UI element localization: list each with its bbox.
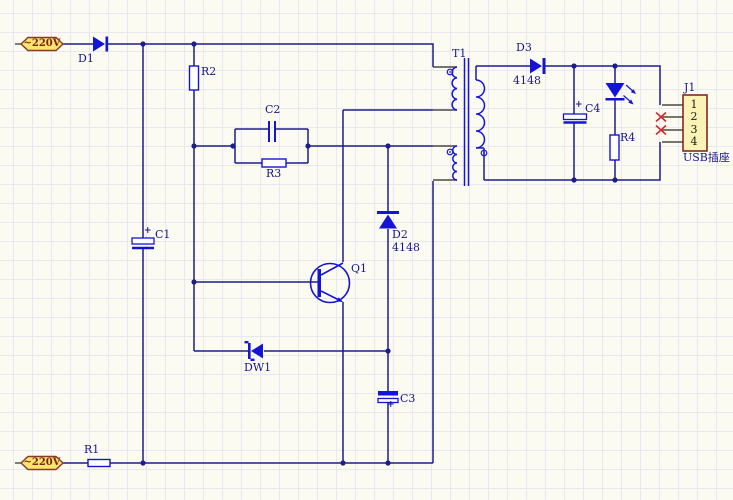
capacitor-c3[interactable] [377, 391, 399, 404]
component-label-r2[interactable]: R2 [201, 65, 217, 78]
wire-secondary-top[interactable] [475, 65, 661, 105]
connector-j1[interactable] [682, 94, 708, 152]
led-ray-arrow-2 [628, 99, 634, 105]
component-label-c4[interactable]: C4 [585, 102, 601, 115]
j1-pin-4: 4 [690, 135, 698, 148]
wire-secondary-bottom[interactable] [476, 142, 661, 181]
component-label-r1[interactable]: R1 [84, 443, 100, 456]
c2-plates [268, 121, 276, 142]
no-connect-marks [655, 111, 667, 136]
transistor-q1[interactable] [309, 262, 351, 304]
port-label-bottom[interactable]: ~220V [23, 457, 61, 468]
t1-dot-secondary [480, 149, 488, 157]
led-triangle [605, 83, 625, 98]
pin-stubs [15, 43, 683, 464]
t1-dot-secondary-center [483, 152, 485, 154]
component-label-r4[interactable]: R4 [620, 131, 636, 144]
d2-cathode-bar [377, 211, 399, 214]
dw1-top-tab [244, 341, 249, 344]
diode-d2[interactable] [377, 211, 399, 229]
c3-neg-plate [378, 391, 398, 396]
t1-dot-primary-top-center [449, 71, 451, 73]
d2-triangle [379, 214, 397, 229]
dw1-triangle [251, 343, 263, 359]
capacitor-c1[interactable] [131, 237, 155, 250]
no-connect-x-pin3 [655, 124, 667, 136]
resistor-r1[interactable] [87, 458, 111, 468]
j1-pin-3: 3 [690, 123, 698, 136]
c1-polarity-plus: + [144, 226, 152, 236]
c4-polarity-plus: + [575, 100, 583, 110]
t1-primary-stubs [433, 66, 457, 181]
connector-caption-j1[interactable]: USB插座 [683, 151, 730, 164]
d1-triangle [93, 36, 105, 52]
q1-emitter-arrow [336, 297, 343, 302]
q1-emitter-lead [320, 290, 339, 301]
led-cathode-bar [605, 98, 625, 101]
wire-collector[interactable] [342, 109, 433, 262]
junction-dots [140, 41, 618, 466]
t1-core [463, 58, 470, 186]
capacitor-c4[interactable] [562, 113, 588, 124]
j1-pin-1: 1 [690, 98, 698, 111]
led-ray-arrow-1 [630, 89, 636, 94]
c3-polarity-plus: + [387, 400, 395, 410]
component-label-t1[interactable]: T1 [452, 47, 467, 60]
power-port-top[interactable] [19, 36, 65, 52]
component-label-c1[interactable]: C1 [155, 228, 171, 241]
resistor-r3[interactable] [261, 158, 287, 168]
wires[interactable] [63, 43, 661, 464]
j1-pin-stubs [661, 104, 683, 143]
c4-pos-plate [562, 113, 588, 121]
t1-secondary-coil [475, 79, 486, 149]
t1-primary-bottom-coil [452, 145, 458, 181]
led-indicator[interactable] [605, 83, 637, 105]
c3-pos-plate [377, 397, 399, 404]
component-label-d2[interactable]: D2 [392, 228, 408, 241]
component-label-c3[interactable]: C3 [400, 392, 416, 405]
dw1-cathode-bar [248, 343, 251, 359]
component-label-dw1[interactable]: DW1 [244, 361, 272, 374]
t1-dot-primary-bottom-center [449, 151, 451, 153]
resistor-r2[interactable] [188, 65, 200, 91]
led-ray-lines [623, 84, 634, 103]
d3-cathode-bar [542, 58, 546, 74]
capacitor-c2[interactable] [268, 121, 276, 142]
j1-pin-2: 2 [690, 110, 698, 123]
d1-cathode-bar [105, 36, 109, 52]
t1-dot-primary-top [446, 68, 454, 76]
c1-pos-plate [131, 237, 155, 245]
wire-bottom-rail[interactable] [110, 181, 434, 464]
component-label-d3[interactable]: D3 [516, 41, 532, 54]
diode-d3[interactable] [530, 58, 546, 74]
dw1-bottom-tab [250, 358, 255, 361]
component-label-c2[interactable]: C2 [265, 103, 281, 116]
q1-collector-lead [320, 262, 344, 276]
transformer-t1[interactable] [446, 58, 488, 186]
t1-primary-top-coil [451, 66, 458, 111]
no-connect-x-pin2 [655, 111, 667, 123]
q1-base-bar [317, 269, 321, 297]
zener-dw1[interactable] [244, 341, 264, 361]
diode-d1[interactable] [93, 36, 109, 52]
component-label-d1[interactable]: D1 [78, 52, 94, 65]
component-label-r3[interactable]: R3 [266, 167, 282, 180]
j1-body [682, 94, 708, 152]
wire-snubber-frame[interactable] [234, 128, 309, 164]
d3-triangle [530, 58, 542, 74]
power-port-bottom[interactable] [19, 455, 65, 471]
component-label-q1[interactable]: Q1 [351, 262, 368, 275]
resistor-r4[interactable] [609, 134, 620, 161]
component-label-j1[interactable]: J1 [684, 81, 696, 94]
component-value-d2[interactable]: 4148 [392, 241, 420, 254]
wire-top-rail[interactable] [107, 43, 434, 67]
t1-dot-primary-bottom [446, 148, 454, 156]
q1-body [309, 262, 351, 304]
port-label-top[interactable]: ~220V [23, 38, 61, 49]
component-value-d3[interactable]: 4148 [513, 74, 541, 87]
